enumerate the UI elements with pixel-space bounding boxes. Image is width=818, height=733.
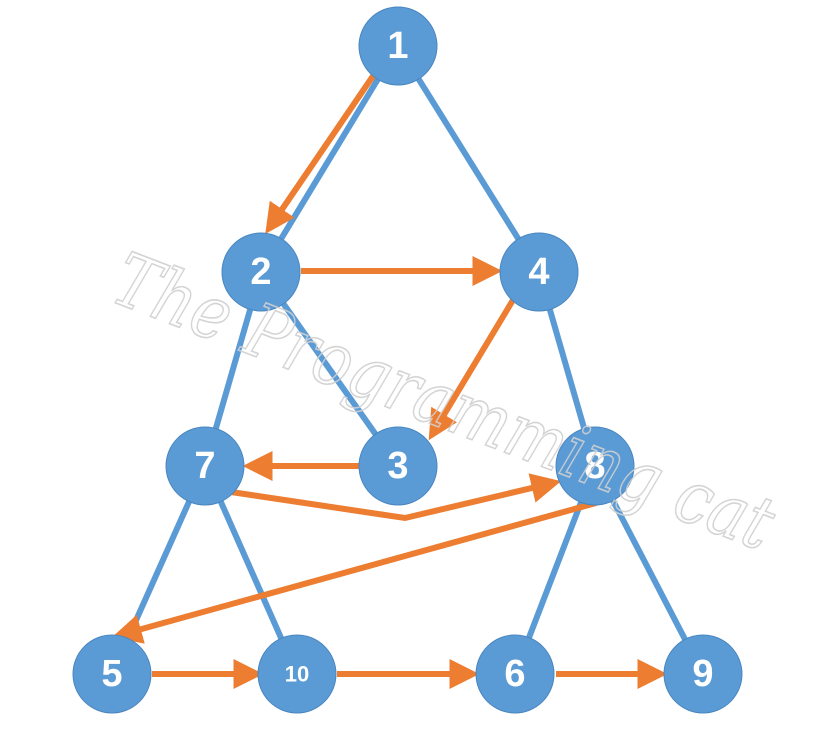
node-2: 2: [221, 232, 301, 312]
node-5-label: 5: [101, 653, 122, 695]
node-1: 1: [358, 6, 438, 86]
node-1-label: 1: [387, 25, 408, 67]
node-5-circle: [72, 634, 152, 714]
node-8-label: 8: [584, 445, 605, 487]
tree-edge-1-4: [395, 44, 542, 274]
node-4: 4: [499, 232, 579, 312]
tree-edge-1-2: [258, 44, 401, 274]
traversal-arrow-8-5: [111, 500, 597, 644]
node-7-label: 7: [194, 445, 215, 487]
node-2-label: 2: [250, 251, 271, 293]
node-4-label: 4: [528, 251, 549, 293]
nodes: 1 2 4 7 3 8 5 10: [72, 6, 743, 714]
node-5: 5: [72, 634, 152, 714]
traversal-arrow-4-3: [428, 298, 516, 441]
node-8-circle: [555, 426, 635, 506]
node-10-label: 10: [285, 662, 309, 687]
node-9-label: 9: [692, 653, 713, 695]
node-4-circle: [499, 232, 579, 312]
node-6-label: 6: [504, 653, 525, 695]
node-1-circle: [358, 6, 438, 86]
node-6-circle: [475, 634, 555, 714]
traversal-arrow-7-8: [230, 473, 562, 522]
node-2-circle: [221, 232, 301, 312]
watermark-text: The Programming cat: [102, 237, 787, 568]
node-7-circle: [165, 426, 245, 506]
traversal-arrows: [111, 74, 668, 689]
node-6: 6: [475, 634, 555, 714]
node-9: 9: [663, 634, 743, 714]
node-10: 10: [257, 634, 337, 714]
node-9-circle: [663, 634, 743, 714]
node-3: 3: [358, 426, 438, 506]
node-3-circle: [358, 426, 438, 506]
node-3-label: 3: [387, 445, 408, 487]
node-10-circle: [257, 634, 337, 714]
node-7: 7: [165, 426, 245, 506]
traversal-arrow-1-2: [265, 74, 376, 234]
tree-edge-2-3: [258, 270, 401, 468]
node-8: 8: [555, 426, 635, 506]
